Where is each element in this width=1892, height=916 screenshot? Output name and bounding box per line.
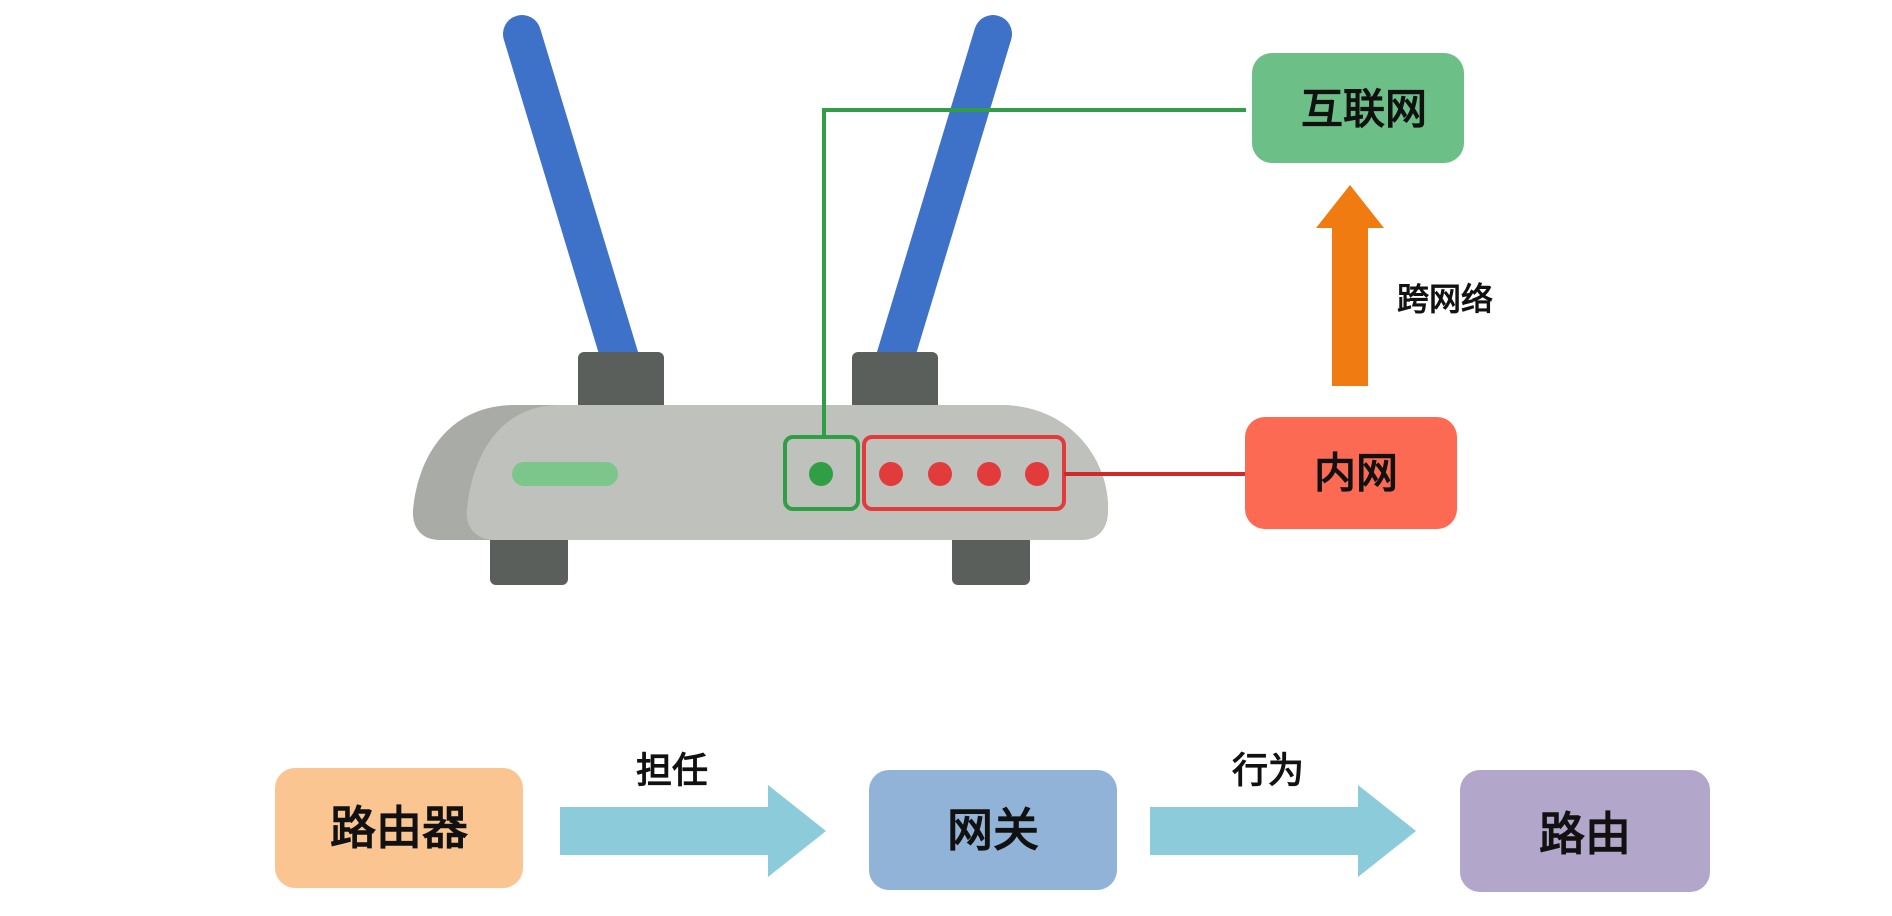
- lan-port-led: [977, 462, 1001, 486]
- cross-network-label: 跨网络: [1397, 280, 1493, 318]
- gateway-step-label: 网关: [947, 803, 1039, 857]
- wan-port-frame: [783, 435, 860, 511]
- router-step-label: 路由器: [330, 801, 469, 855]
- lan-port-led: [928, 462, 952, 486]
- internet-label: 互联网: [1301, 85, 1427, 134]
- lan-port-led: [1025, 462, 1049, 486]
- right-antenna-mount: [852, 352, 938, 414]
- flow-arrow-2-label: 行为: [1232, 751, 1304, 792]
- gateway-step-box: [869, 770, 1117, 890]
- wan-connector-line: [822, 108, 1246, 437]
- right-antenna: [876, 15, 1012, 377]
- left-antenna-mount: [578, 352, 664, 414]
- cross-network-arrow: [1316, 185, 1384, 386]
- flow-arrow-1: [560, 785, 826, 877]
- flow-arrow-2: [1150, 785, 1416, 877]
- intranet-box: [1245, 417, 1457, 529]
- routing-step-label: 路由: [1539, 807, 1631, 861]
- wan-port-led: [809, 462, 833, 486]
- internet-node: 互联网: [1252, 53, 1464, 163]
- intranet-node: 内网: [1245, 417, 1457, 529]
- flow-row: 路由器 担任 网关 行为 路由: [275, 751, 1710, 892]
- lan-port-led: [879, 462, 903, 486]
- router-illustration: [412, 15, 1109, 585]
- intranet-label: 内网: [1314, 449, 1398, 498]
- routing-step-box: [1460, 770, 1710, 892]
- indicator-strip: [512, 462, 618, 486]
- internet-box: [1252, 53, 1464, 163]
- router-step-box: [275, 768, 523, 888]
- left-antenna: [503, 15, 639, 377]
- flow-arrow-1-label: 担任: [636, 751, 708, 792]
